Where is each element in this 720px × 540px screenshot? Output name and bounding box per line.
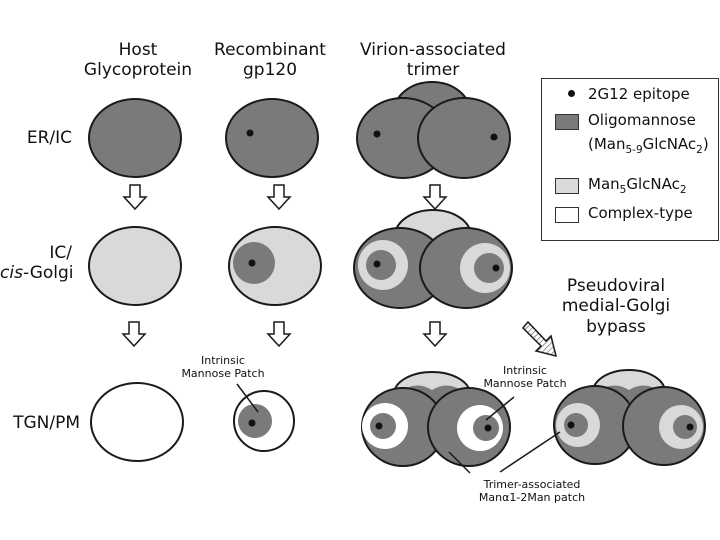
annotation-intrinsic-patch-1-line1: Intrinsic	[201, 354, 245, 367]
pointer-line	[499, 431, 561, 473]
annotation-trimer-patch: Trimer-associated Manα1-2Man patch	[462, 478, 602, 504]
epitope-dot	[490, 133, 498, 141]
epitope-dot	[248, 259, 256, 267]
epitope-dot	[686, 423, 694, 431]
row-header-tgn: TGN/PM	[13, 413, 80, 433]
pointer-line	[236, 383, 259, 413]
annotation-bypass-line3: bypass	[586, 316, 646, 337]
down-arrow	[266, 184, 292, 211]
column-header-recombinant-line1: Recombinant	[214, 40, 326, 60]
annotation-bypass-line2: medial-Golgi	[561, 296, 671, 317]
legend: 2G12 epitope Oligomannose (Man5-9GlcNAc2…	[541, 78, 719, 241]
annotation-trimer-patch-line2: Manα1-2Man patch	[478, 491, 586, 505]
mannose-core	[366, 250, 396, 280]
bypass-arrow	[521, 320, 558, 358]
epitope-dot	[484, 424, 492, 432]
annotation-intrinsic-patch-1-line2: Mannose Patch	[181, 367, 265, 381]
row-header-cis-line1: IC/	[49, 243, 72, 263]
column-header-virion: Virion-associated trimer	[348, 40, 518, 81]
legend-man5-label: Man5GlcNAc2	[588, 175, 687, 196]
row-header-cis-italic: cis	[0, 263, 23, 284]
pointer-line	[448, 451, 471, 474]
mannose-core	[474, 253, 504, 283]
legend-oligomannose-swatch	[555, 114, 579, 130]
legend-complex-label: Complex-type	[588, 204, 693, 222]
mannose-core	[370, 413, 396, 439]
down-arrow	[122, 184, 148, 211]
column-header-host-line1: Host	[118, 40, 158, 60]
legend-oligomannose-label: Oligomannose	[588, 111, 696, 129]
gp120-intrinsic-patch	[238, 404, 272, 438]
trimer-er-right	[417, 97, 511, 179]
epitope-dot	[373, 260, 381, 268]
epitope-dot	[567, 421, 575, 429]
row-header-cis-rest: -Golgi	[22, 263, 74, 284]
row-header-cis: IC/ cis-Golgi	[0, 243, 74, 284]
epitope-dot	[373, 130, 381, 138]
legend-epitope-dot	[568, 90, 575, 97]
down-arrow	[266, 321, 292, 348]
epitope-dot	[375, 422, 383, 430]
annotation-trimer-patch-line1: Trimer-associated	[483, 478, 581, 491]
down-arrow	[121, 321, 147, 348]
legend-man5-swatch	[555, 178, 579, 194]
gp120-er	[225, 98, 319, 178]
host-cell-er	[88, 98, 182, 178]
annotation-intrinsic-patch-2: Intrinsic Mannose Patch	[470, 364, 580, 390]
column-header-host-line2: Glycoprotein	[83, 60, 193, 81]
mannose-core	[564, 413, 588, 437]
annotation-intrinsic-patch-1: Intrinsic Mannose Patch	[168, 354, 278, 380]
mannose-core	[673, 415, 697, 439]
host-cell-cis	[88, 226, 182, 306]
legend-complex-swatch	[555, 207, 579, 223]
epitope-dot	[246, 129, 254, 137]
column-header-recombinant: Recombinant gp120	[210, 40, 330, 81]
row-header-cis-line2: cis-Golgi	[0, 263, 74, 284]
annotation-intrinsic-patch-2-line2: Mannose Patch	[483, 377, 567, 391]
annotation-bypass: Pseudoviral medial-Golgi bypass	[556, 276, 676, 337]
column-header-virion-line2: trimer	[406, 60, 460, 81]
host-cell-tgn	[90, 382, 184, 462]
epitope-dot	[492, 264, 500, 272]
legend-oligomannose-sub: (Man5-9GlcNAc2)	[588, 135, 709, 156]
pointer-line	[485, 396, 515, 421]
annotation-bypass-line1: Pseudoviral	[566, 276, 666, 296]
column-header-virion-line1: Virion-associated	[360, 40, 506, 60]
row-header-er: ER/IC	[26, 128, 72, 148]
annotation-intrinsic-patch-2-line1: Intrinsic	[503, 364, 547, 377]
epitope-dot	[248, 419, 256, 427]
legend-epitope-label: 2G12 epitope	[588, 85, 690, 103]
down-arrow	[422, 321, 448, 348]
column-header-host: Host Glycoprotein	[78, 40, 198, 81]
column-header-recombinant-line2: gp120	[242, 60, 298, 81]
down-arrow	[422, 184, 448, 211]
